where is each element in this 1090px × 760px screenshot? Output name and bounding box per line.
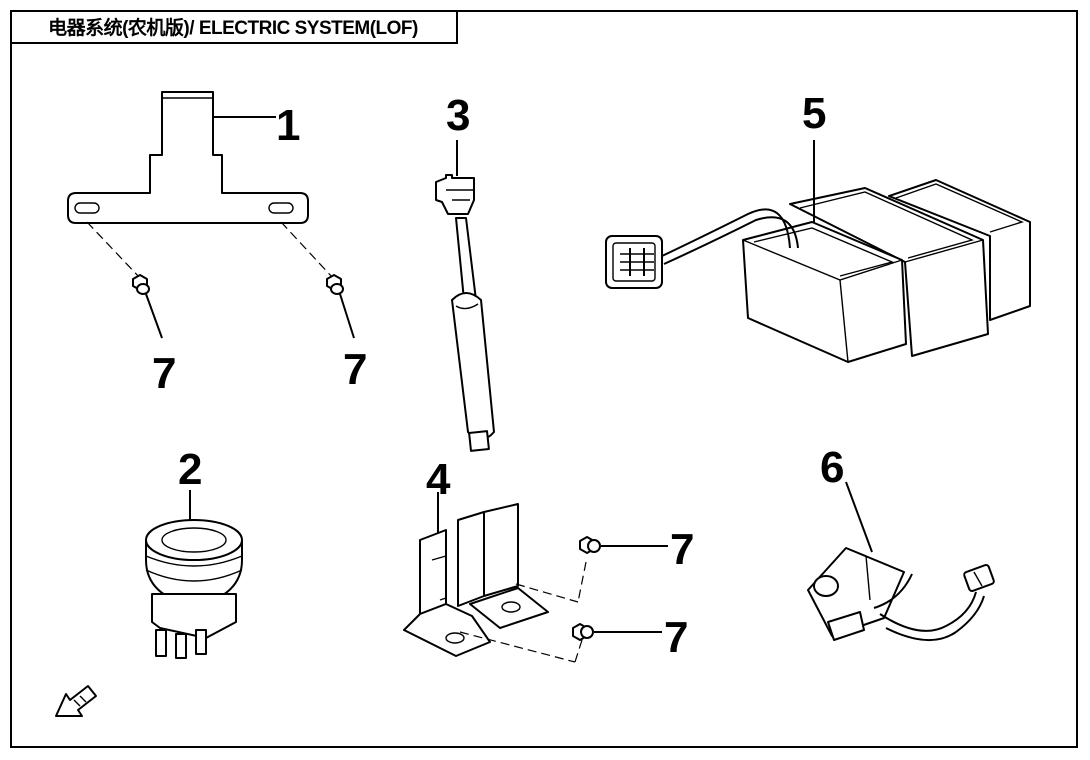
part-5-relay-block	[605, 140, 1031, 363]
bolt-left	[86, 221, 163, 339]
callout-7-b: 7	[343, 345, 367, 394]
bolt-right	[280, 221, 355, 339]
callout-7-a: 7	[152, 349, 176, 398]
callout-4: 4	[426, 455, 451, 504]
bolt-upper-right	[579, 536, 668, 554]
part-3-sensor	[435, 140, 495, 452]
diagram-frame	[10, 10, 1078, 748]
bolt-lower-right	[572, 623, 662, 641]
part-6-socket	[807, 481, 995, 642]
callout-2: 2	[178, 445, 202, 494]
callout-7-c: 7	[670, 525, 694, 574]
diagram-title: 电器系统(农机版)/ ELECTRIC SYSTEM(LOF)	[48, 17, 418, 39]
callout-3: 3	[446, 91, 470, 140]
callout-7-d: 7	[664, 613, 688, 662]
callout-6: 6	[820, 443, 844, 492]
title-box: 电器系统(农机版)/ ELECTRIC SYSTEM(LOF)	[10, 10, 458, 44]
fwd-arrow-icon	[55, 685, 97, 717]
part-4-mount	[403, 492, 587, 663]
part-1-bracket	[67, 91, 309, 224]
part-2-switch	[145, 490, 243, 659]
callout-1: 1	[276, 101, 300, 150]
callout-5: 5	[802, 89, 826, 138]
